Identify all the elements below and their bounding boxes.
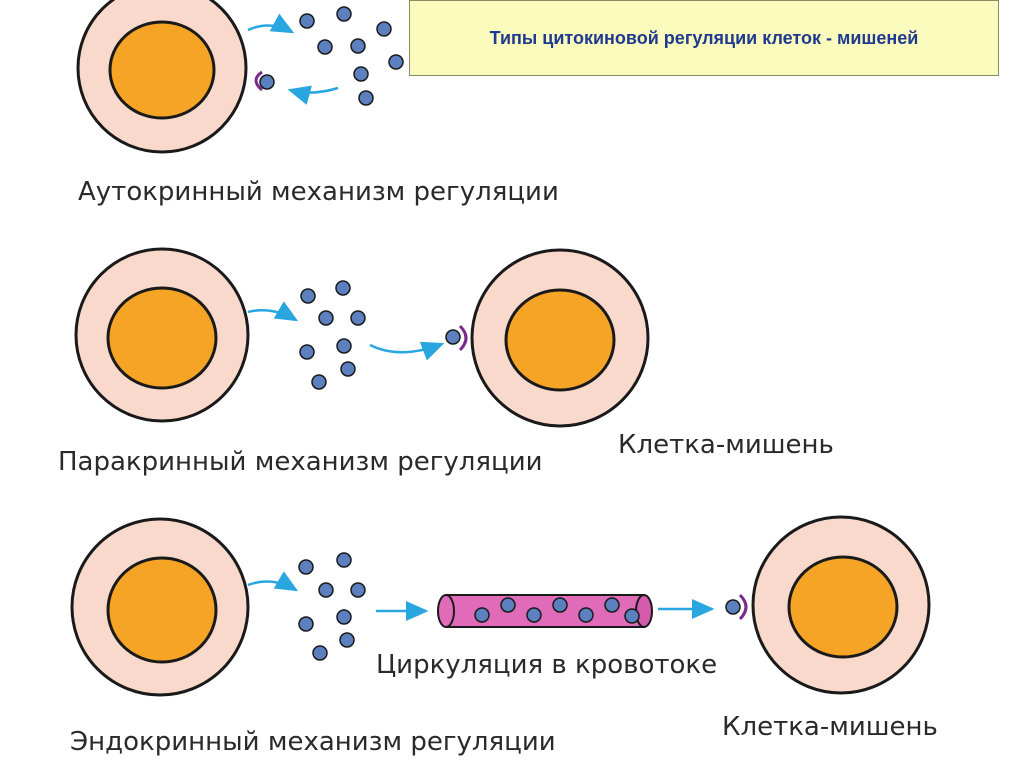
autocrine-cell: [76, 0, 248, 154]
autocrine-bound-cytokine: [259, 74, 275, 90]
title-text: Типы цитокиновой регуляции клеток - мише…: [489, 27, 919, 48]
endocrine-bound-cytokine: [725, 599, 741, 615]
paracrine-target-label: Клетка-мишень: [618, 430, 834, 460]
paracrine-label: Паракринный механизм регуляции: [58, 447, 543, 477]
paracrine-receptor: [458, 324, 468, 352]
endocrine-cytokines: [298, 552, 366, 661]
paracrine-target-cell: [470, 248, 650, 428]
endocrine-target-label: Клетка-мишень: [722, 712, 938, 742]
autocrine-return-arrow: [287, 85, 339, 105]
paracrine-transport-arrow: [369, 341, 445, 361]
blood-vessel: [437, 594, 653, 628]
endocrine-label: Эндокринный механизм регуляции: [70, 727, 556, 757]
endocrine-secretion-arrow: [247, 571, 299, 592]
autocrine-label: Аутокринный механизм регуляции: [78, 177, 559, 207]
paracrine-secretion-arrow: [247, 301, 299, 322]
endocrine-source-cell: [70, 517, 250, 697]
endocrine-target-cell: [751, 515, 931, 695]
paracrine-cytokines: [299, 280, 366, 390]
circulation-label: Циркуляция в кровотоке: [376, 650, 718, 680]
vessel-cytokines: [474, 597, 640, 624]
paracrine-bound-cytokine: [445, 329, 461, 345]
autocrine-cytokines: [299, 6, 404, 106]
paracrine-source-cell: [74, 247, 250, 423]
title-box: Типы цитокиновой регуляции клеток - мише…: [409, 0, 999, 76]
autocrine-secretion-arrow: [247, 13, 295, 34]
autocrine-receptor: [254, 70, 264, 92]
endocrine-receptor: [738, 593, 748, 621]
